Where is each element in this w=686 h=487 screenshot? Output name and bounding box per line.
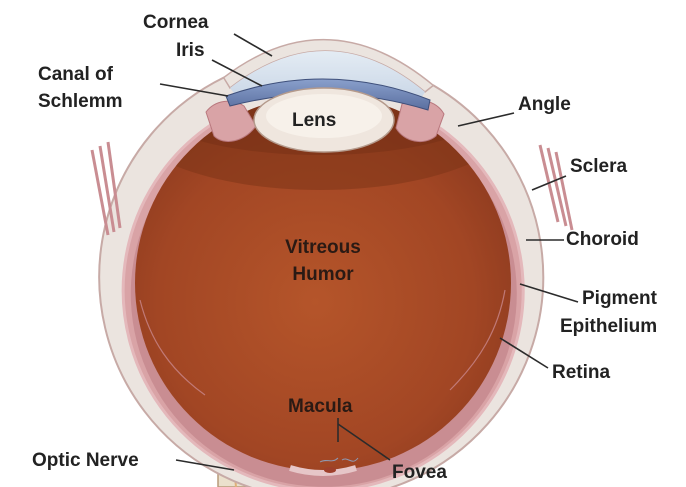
label-macula: Macula — [288, 396, 352, 418]
fovea-pit — [324, 467, 336, 473]
label-canal-of-schlemm-line2: Schlemm — [38, 91, 122, 113]
label-sclera: Sclera — [570, 156, 627, 178]
label-choroid: Choroid — [566, 229, 639, 251]
label-optic-nerve: Optic Nerve — [32, 450, 139, 472]
label-pigment-epithelium-line2: Epithelium — [560, 316, 657, 338]
label-vitreous-humor-line1: Vitreous — [262, 237, 384, 259]
label-pigment-epithelium-line1: Pigment — [582, 288, 657, 310]
label-canal-of-schlemm-line1: Canal of — [38, 64, 113, 86]
label-angle: Angle — [518, 94, 571, 116]
label-vitreous-humor-line2: Humor — [262, 264, 384, 286]
label-iris: Iris — [176, 40, 205, 62]
label-fovea: Fovea — [392, 462, 447, 484]
label-retina: Retina — [552, 362, 610, 384]
muscle-right — [540, 145, 572, 230]
label-cornea: Cornea — [143, 12, 208, 34]
label-lens: Lens — [292, 110, 336, 132]
